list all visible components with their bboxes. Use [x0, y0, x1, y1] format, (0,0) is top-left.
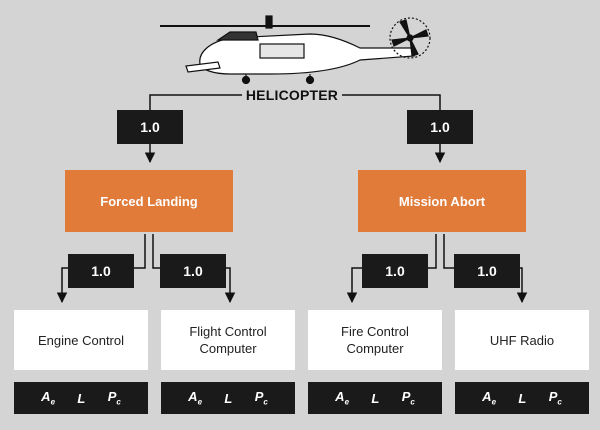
- mode-forced-landing: Forced Landing: [65, 170, 233, 232]
- param-ae: Ae: [482, 389, 497, 407]
- params-fire-control-computer: Ae L Pc: [308, 382, 442, 414]
- param-l: L: [518, 390, 527, 406]
- component-engine-control: Engine Control: [14, 310, 148, 370]
- component-fire-control-computer: Fire Control Computer: [308, 310, 442, 370]
- param-pc: Pc: [548, 389, 562, 407]
- branch-weight-right: 1.0: [407, 110, 473, 144]
- params-engine-control: Ae L Pc: [14, 382, 148, 414]
- root-label: HELICOPTER: [242, 85, 342, 105]
- apache-helicopter-icon: [160, 15, 431, 84]
- param-ae: Ae: [41, 389, 56, 407]
- component-flight-control-computer: Flight Control Computer: [161, 310, 295, 370]
- params-uhf-radio: Ae L Pc: [455, 382, 589, 414]
- branch-weight-left: 1.0: [117, 110, 183, 144]
- param-ae: Ae: [188, 389, 203, 407]
- mode-mission-abort: Mission Abort: [358, 170, 526, 232]
- param-l: L: [371, 390, 380, 406]
- param-pc: Pc: [401, 389, 415, 407]
- weight-uhf-radio: 1.0: [454, 254, 520, 288]
- component-uhf-radio: UHF Radio: [455, 310, 589, 370]
- weight-fire-control-computer: 1.0: [362, 254, 428, 288]
- params-flight-control-computer: Ae L Pc: [161, 382, 295, 414]
- weight-flight-control-computer: 1.0: [160, 254, 226, 288]
- param-l: L: [224, 390, 233, 406]
- param-pc: Pc: [107, 389, 121, 407]
- param-ae: Ae: [335, 389, 350, 407]
- weight-engine-control: 1.0: [68, 254, 134, 288]
- param-pc: Pc: [254, 389, 268, 407]
- param-l: L: [77, 390, 86, 406]
